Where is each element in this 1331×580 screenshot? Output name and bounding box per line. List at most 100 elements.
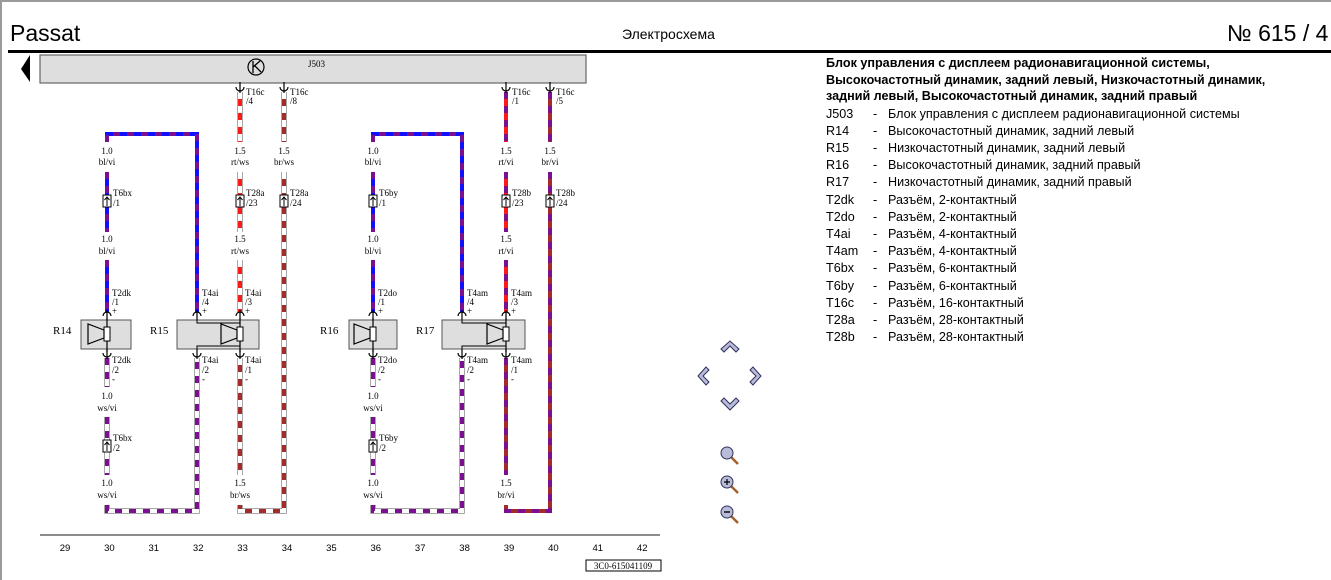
pan-down-icon[interactable] xyxy=(720,397,740,411)
window-border-top xyxy=(0,0,1331,2)
wire-label-p: /3 xyxy=(245,297,253,307)
zoom-fit-icon[interactable] xyxy=(720,446,739,465)
wire-label-col: rt/ws xyxy=(231,246,249,256)
wire-labels: 1.0bl/viT6bx/11.0bl/viT2dk/1+T2dk/2-1.0w… xyxy=(97,87,575,500)
legend-item: R14-Высокочастотный динамик, задний левы… xyxy=(826,123,1265,140)
speaker-icon xyxy=(461,316,510,353)
wire-label-col: ws/vi xyxy=(363,403,383,413)
wire-label-col: br/ws xyxy=(274,157,294,167)
wire-label-t: T6bx xyxy=(113,188,132,198)
wire-label-s: + xyxy=(112,306,117,316)
wire-label-s: - xyxy=(202,374,205,384)
legend-desc: Разъём, 16-контактный xyxy=(888,295,1024,310)
wire-label-s: + xyxy=(467,306,472,316)
document-number: № 615 / 4 xyxy=(1227,20,1329,46)
wire-label-t: T4ai xyxy=(245,355,262,365)
wire-label-g: 1.0 xyxy=(101,234,113,244)
wire-label-t: T4ai xyxy=(202,288,219,298)
inline-connector-icon xyxy=(368,194,378,208)
column-number: 37 xyxy=(415,543,426,554)
legend-title-line: Высокочастотный динамик, задний левый, Н… xyxy=(826,72,1266,87)
speaker-label-r17: R17 xyxy=(416,325,435,337)
wire-label-t: T4am xyxy=(467,288,488,298)
speaker-icon xyxy=(87,318,111,352)
pan-right-icon[interactable] xyxy=(749,366,762,386)
legend-code: T2dk xyxy=(826,192,854,207)
legend-title: Блок управления с дисплеем радионавигаци… xyxy=(826,55,1265,105)
pin-connector-icon xyxy=(235,82,245,93)
column-number: 35 xyxy=(326,543,337,554)
wire-label-g: 1.0 xyxy=(101,391,113,401)
legend-dash: - xyxy=(873,192,878,207)
zoom-out-icon[interactable] xyxy=(720,505,739,524)
wire-label-p: /2 xyxy=(378,365,385,375)
speaker-r17-box xyxy=(441,319,526,350)
wire-label-t: T4am xyxy=(467,355,488,365)
wire-label-p: /2 xyxy=(113,443,120,453)
wire-label-col: rt/vi xyxy=(499,157,514,167)
legend-item: T6bx-Разъём, 6-контактный xyxy=(826,260,1265,277)
wire-label-t: T16c xyxy=(556,87,575,97)
column-number: 30 xyxy=(104,543,115,554)
wire-label-col: bl/vi xyxy=(99,246,116,256)
legend-dash: - xyxy=(873,312,878,327)
wire-label-s: + xyxy=(202,306,207,316)
wire-label-p: /4 xyxy=(246,96,254,106)
zoom-in-icon[interactable] xyxy=(720,475,739,494)
radio-nav-unit-icon xyxy=(247,58,265,76)
wire-label-t: T28a xyxy=(290,188,309,198)
wire-label-t: T2do xyxy=(378,355,397,365)
wire-label-g: 1.5 xyxy=(234,146,246,156)
inline-connector-icon xyxy=(102,194,112,208)
pan-up-icon[interactable] xyxy=(720,340,740,353)
wire xyxy=(237,172,287,514)
inline-connector-icon xyxy=(368,439,378,453)
wire-label-t: T28a xyxy=(246,188,265,198)
legend-desc: Разъём, 4-контактный xyxy=(888,244,1017,259)
wire-label-g: 1.5 xyxy=(500,478,512,488)
speaker-label-r16: R16 xyxy=(320,325,339,337)
wire-label-p: /24 xyxy=(290,198,302,208)
wire-label-p: /23 xyxy=(246,198,258,208)
legend-dash: - xyxy=(873,209,878,224)
legend-desc: Разъём, 28-контактный xyxy=(888,312,1024,327)
pin-connector-icon xyxy=(279,82,289,93)
wire-label-t: T16c xyxy=(246,87,265,97)
wire-label-g: 1.5 xyxy=(500,234,512,244)
wire-label-p: /4 xyxy=(202,297,210,307)
speaker-label-r15: R15 xyxy=(150,325,169,337)
wire-label-t: T6by xyxy=(379,188,398,198)
wire-label-p: /4 xyxy=(467,297,475,307)
legend-item: J503-Блок управления с дисплеем радионав… xyxy=(826,106,1265,123)
wire xyxy=(105,132,199,312)
legend-item: R15-Низкочастотный динамик, задний левый xyxy=(826,140,1265,157)
wire-label-t: T16c xyxy=(290,87,309,97)
legend-code: R15 xyxy=(826,140,850,155)
window-border-left xyxy=(0,0,2,580)
wire-label-col: br/vi xyxy=(498,490,515,500)
pin-connector-icon xyxy=(501,82,511,93)
pan-left-icon[interactable] xyxy=(697,366,710,386)
wire-label-t: T2do xyxy=(378,288,397,298)
legend-desc: Высокочастотный динамик, задний левый xyxy=(888,123,1135,138)
legend-desc: Высокочастотный динамик, задний правый xyxy=(888,158,1141,173)
wire xyxy=(504,172,552,513)
wire-label-t: T6bx xyxy=(113,433,132,443)
previous-page-arrow-icon[interactable] xyxy=(21,55,30,82)
wire-label-p: /1 xyxy=(512,96,519,106)
wire-label-g: 1.0 xyxy=(101,478,113,488)
legend-desc: Блок управления с дисплеем радионавигаци… xyxy=(888,106,1240,121)
column-number: 42 xyxy=(637,543,648,554)
wire-label-g: 1.5 xyxy=(500,146,512,156)
wire-label-col: bl/vi xyxy=(365,246,382,256)
legend-desc: Низкочастотный динамик, задний левый xyxy=(888,140,1126,155)
legend-item: T6by-Разъём, 6-контактный xyxy=(826,278,1265,295)
column-number: 31 xyxy=(149,543,160,554)
legend-dash: - xyxy=(873,226,878,241)
speaker-icon xyxy=(353,318,377,352)
wire-label-t: T6by xyxy=(379,433,398,443)
legend-item: T4am-Разъём, 4-контактный xyxy=(826,243,1265,260)
legend-code: T2do xyxy=(826,209,855,224)
wire-label-col: ws/vi xyxy=(97,490,117,500)
